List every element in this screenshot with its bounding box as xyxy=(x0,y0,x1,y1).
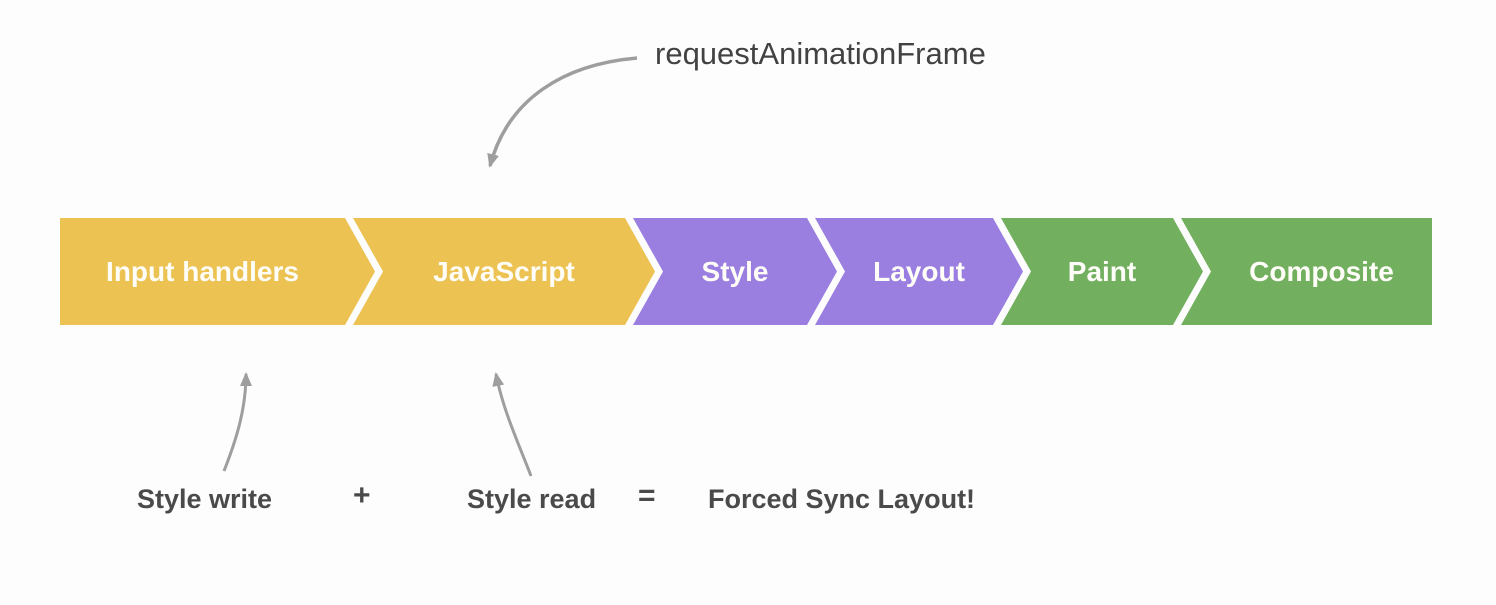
stage-layout: Layout xyxy=(815,218,1023,325)
stage-label: Layout xyxy=(873,255,965,287)
stage-label: Composite xyxy=(1249,255,1394,287)
style-write-arrow xyxy=(222,372,252,472)
style-read-arrow xyxy=(492,372,533,477)
stage-label: Style xyxy=(701,255,769,287)
stage-paint: Paint xyxy=(1001,218,1203,325)
plus-sign: + xyxy=(353,479,371,512)
request-animation-frame-label: requestAnimationFrame xyxy=(655,36,986,71)
pipeline-band: Input handlers JavaScript Style Layout P… xyxy=(60,218,1432,325)
equals-sign: = xyxy=(638,479,656,512)
stage-label: Paint xyxy=(1067,255,1137,287)
style-read-label: Style read xyxy=(467,484,597,514)
forced-sync-layout-label: Forced Sync Layout! xyxy=(708,484,976,514)
stage-label: Input handlers xyxy=(106,255,299,287)
stage-composite: Composite xyxy=(1181,218,1432,325)
stage-label: JavaScript xyxy=(433,255,575,287)
stage-input-handlers: Input handlers xyxy=(60,218,375,325)
raf-arrow xyxy=(487,56,638,168)
style-write-label: Style write xyxy=(137,484,273,514)
stage-javascript: JavaScript xyxy=(353,218,655,325)
stage-style: Style xyxy=(633,218,837,325)
